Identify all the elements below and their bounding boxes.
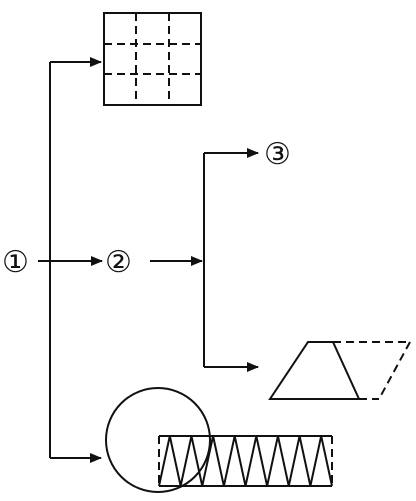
coil-circle	[105, 387, 211, 493]
dashed-grid-square	[103, 12, 202, 106]
node-1-label: ①	[2, 245, 29, 280]
zigzag-line	[158, 435, 333, 487]
node-2-label: ②	[105, 245, 132, 280]
zigzag-spring-rectangle	[158, 435, 333, 487]
node-3-label: ③	[264, 137, 291, 172]
trapezoid-with-dashed-extension	[268, 341, 411, 400]
